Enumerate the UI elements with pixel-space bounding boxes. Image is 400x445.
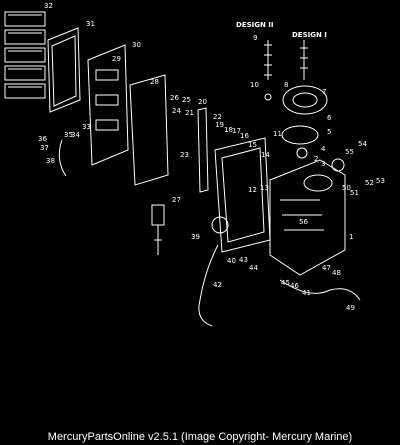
callout: 52 [365,179,374,187]
design-ii-label: DESIGN II [236,21,274,29]
callout: 28 [150,78,159,86]
callout: 32 [44,2,53,10]
callout: 33 [82,123,91,131]
callout: 1 [349,233,353,241]
callout: 5 [327,128,331,136]
callout: 34 [71,131,80,139]
hose-42 [198,244,219,327]
gasket-31 [47,27,81,113]
callout: 35 [64,131,73,139]
callout: 27 [172,196,181,204]
callout: 53 [376,177,385,185]
throttle-body [282,85,328,115]
callout: 19 [215,121,224,129]
sensor-39 [151,204,165,255]
throttle-bore [292,92,318,108]
callout: 31 [86,20,95,28]
callout: 22 [213,113,222,121]
callout: 25 [182,96,191,104]
plate-window [95,119,119,131]
crankcase-block [269,159,346,276]
callout: 51 [350,189,359,197]
fitting-55 [331,158,345,172]
callout: 2 [314,155,318,163]
callout: 54 [358,140,367,148]
fitting-20b [211,216,229,234]
callout: 42 [213,281,222,289]
callout: 18 [224,126,233,134]
plate-30 [87,44,129,166]
callout: 4 [321,145,326,153]
callout: 12 [248,186,257,194]
block-port [303,174,333,192]
o-ring-6 [281,125,319,145]
washer-10 [264,93,272,101]
callout: 13 [260,184,269,192]
block-ribs [280,199,324,231]
reed-block [129,74,169,186]
fuel-rail-20 [197,107,209,193]
callout: 20 [198,98,207,106]
callout: 9 [253,34,257,42]
callout: 24 [172,107,181,115]
callout: 3 [321,160,325,168]
callout: 6 [327,114,332,122]
callout: 8 [284,81,288,89]
fitting-2 [296,147,308,159]
callout-numbers: 32 31 30 29 28 26 25 20 24 21 22 19 18 1… [38,2,385,312]
sensor-design-ii [264,40,272,80]
callout: 46 [290,282,299,290]
callout: 41 [302,289,311,297]
design-labels: DESIGN II DESIGN I [236,21,327,39]
callout: 17 [232,127,241,135]
callout: 56 [299,218,308,226]
callout: 26 [170,94,179,102]
callout: 55 [345,148,354,156]
sensor-design-i [300,40,308,80]
callout: 38 [46,157,55,165]
exploded-parts-diagram: DESIGN II DESIGN I 32 31 30 29 28 26 25 … [4,2,385,327]
filter-stack [4,11,46,99]
callout: 45 [281,279,290,287]
plate-window [95,94,119,106]
callout: 10 [250,81,259,89]
copyright-footer: MercuryPartsOnline v2.5.1 (Image Copyrig… [47,431,353,443]
diagram-line-art [4,11,361,327]
callout: 16 [240,132,249,140]
callout: 23 [180,151,189,159]
callout: 50 [342,184,351,192]
callout: 43 [239,256,248,264]
callout: 30 [132,41,141,49]
callout: 11 [273,130,282,138]
callout: 15 [248,141,257,149]
design-i-label: DESIGN I [292,31,327,39]
callout: 14 [261,151,270,159]
callout: 47 [322,264,331,272]
hose-38 [58,139,67,177]
callout: 48 [332,269,341,277]
callout: 49 [346,304,355,312]
callout: 29 [112,55,121,63]
callout: 39 [191,233,200,241]
hose-49 [279,279,361,301]
callout: 40 [227,257,236,265]
plate-window [95,69,119,81]
callout: 44 [249,264,258,272]
callout: 36 [38,135,47,143]
callout: 37 [40,144,49,152]
callout: 21 [185,109,194,117]
callout: 7 [322,88,326,96]
